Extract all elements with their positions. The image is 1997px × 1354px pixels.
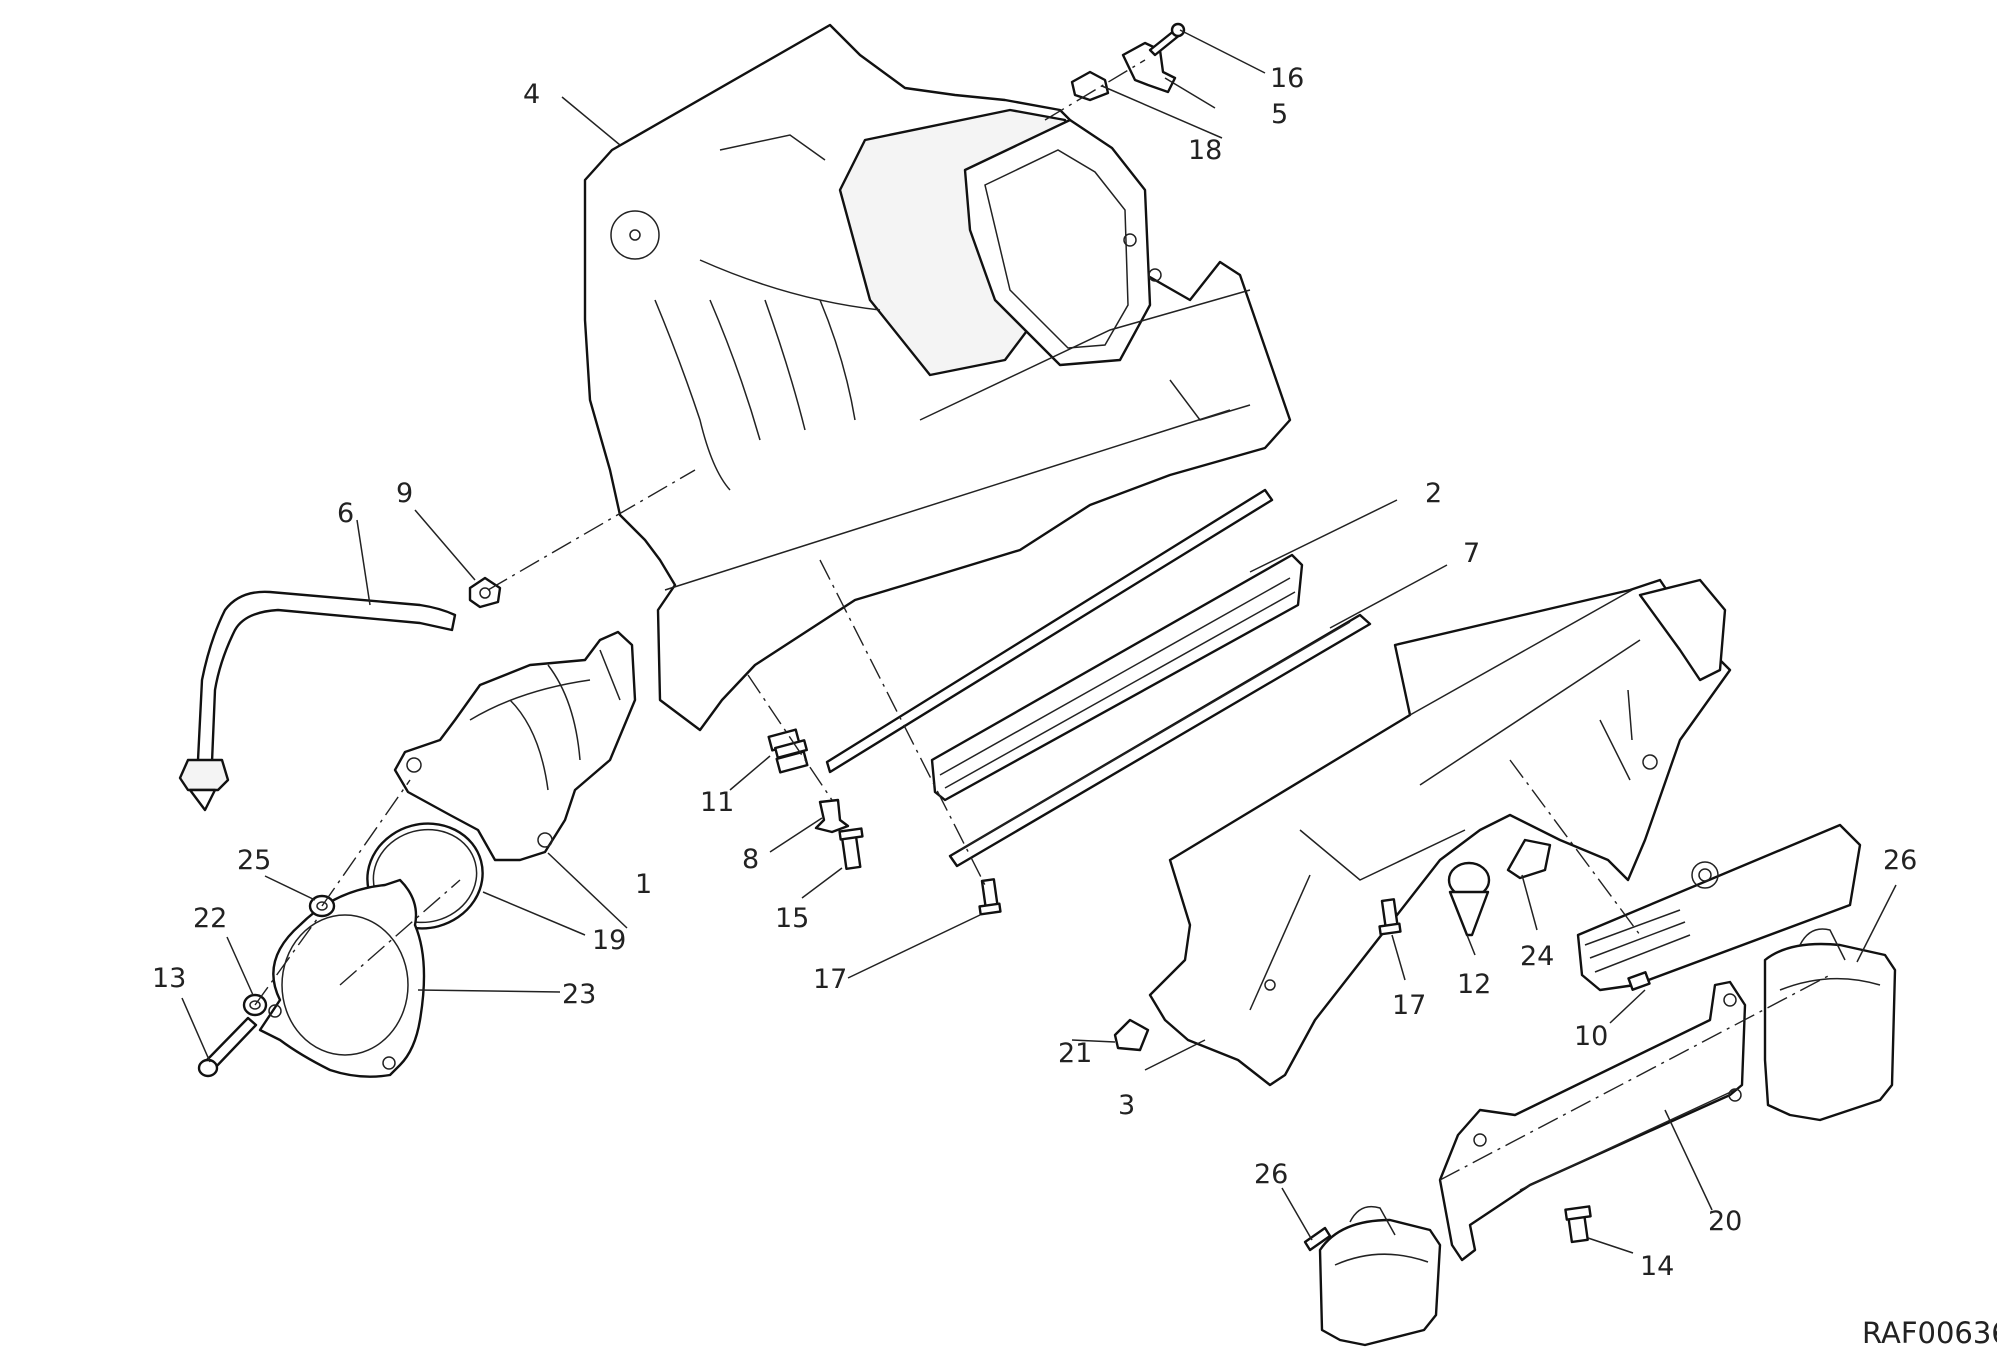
callout-14: 14 bbox=[1640, 1251, 1674, 1282]
callout-3: 3 bbox=[1118, 1090, 1135, 1121]
callout-20: 20 bbox=[1708, 1206, 1742, 1237]
part-bracket-5 bbox=[1121, 41, 1177, 94]
part-spacer-8 bbox=[814, 798, 850, 834]
callout-7: 7 bbox=[1463, 538, 1480, 569]
callout-11: 11 bbox=[700, 787, 734, 818]
part-bracket-21 bbox=[1113, 1018, 1150, 1052]
part-manifold-gasket bbox=[258, 878, 426, 1078]
callout-26-a: 26 bbox=[1883, 845, 1917, 876]
part-screw-17b bbox=[1378, 898, 1402, 936]
callout-18: 18 bbox=[1188, 135, 1222, 166]
callout-10: 10 bbox=[1574, 1021, 1608, 1052]
part-clips-11 bbox=[767, 728, 809, 774]
callout-22: 22 bbox=[193, 903, 227, 934]
part-ignition-coil-left bbox=[1318, 1205, 1442, 1347]
callout-9: 9 bbox=[396, 478, 413, 509]
callout-6: 6 bbox=[337, 498, 354, 529]
part-ignition-coil-right bbox=[1763, 928, 1897, 1122]
part-screw-13 bbox=[197, 1016, 258, 1078]
callout-17-b: 17 bbox=[1392, 990, 1426, 1021]
callout-13: 13 bbox=[152, 963, 186, 994]
callout-24: 24 bbox=[1520, 941, 1554, 972]
part-intake-adapter bbox=[393, 630, 637, 862]
part-airbox-cover bbox=[583, 23, 1292, 732]
diagram-reference-code: RAF00636 bbox=[1862, 1316, 1997, 1349]
callout-labels: 1 2 3 4 5 6 7 8 9 10 11 12 13 14 15 16 1… bbox=[152, 63, 1917, 1282]
part-bolt-26b bbox=[1303, 1226, 1332, 1252]
callout-15: 15 bbox=[775, 903, 809, 934]
callout-21: 21 bbox=[1058, 1038, 1092, 1069]
part-screw-17a bbox=[978, 878, 1002, 916]
part-airbox-lower-housing bbox=[1148, 578, 1732, 1087]
part-filter-gasket bbox=[948, 613, 1372, 868]
part-clip-24 bbox=[1506, 838, 1552, 880]
part-air-filter bbox=[825, 488, 1304, 802]
assembly-axis-lines bbox=[254, 59, 1831, 1181]
part-sensor-module-10 bbox=[1576, 823, 1862, 992]
callout-23: 23 bbox=[562, 979, 596, 1010]
callout-26-b: 26 bbox=[1254, 1159, 1288, 1190]
part-screw-16 bbox=[1148, 22, 1186, 57]
part-clip-18 bbox=[1070, 70, 1110, 102]
part-bracket-20 bbox=[1438, 980, 1747, 1262]
part-breather-hose bbox=[178, 590, 457, 812]
part-grommet-9 bbox=[468, 576, 502, 609]
callout-2: 2 bbox=[1425, 478, 1442, 509]
callout-5: 5 bbox=[1271, 99, 1288, 130]
callout-8: 8 bbox=[742, 844, 759, 875]
callout-16: 16 bbox=[1270, 63, 1304, 94]
callout-25: 25 bbox=[237, 845, 271, 876]
callout-leaders bbox=[181, 29, 1897, 1254]
callout-4: 4 bbox=[523, 79, 540, 110]
callout-17-a: 17 bbox=[813, 964, 847, 995]
part-screw-15 bbox=[838, 827, 864, 871]
callout-12: 12 bbox=[1457, 969, 1491, 1000]
part-insert-12 bbox=[1447, 861, 1491, 937]
callout-1: 1 bbox=[635, 869, 652, 900]
part-bolt-14 bbox=[1564, 1205, 1592, 1244]
callout-19: 19 bbox=[592, 925, 626, 956]
